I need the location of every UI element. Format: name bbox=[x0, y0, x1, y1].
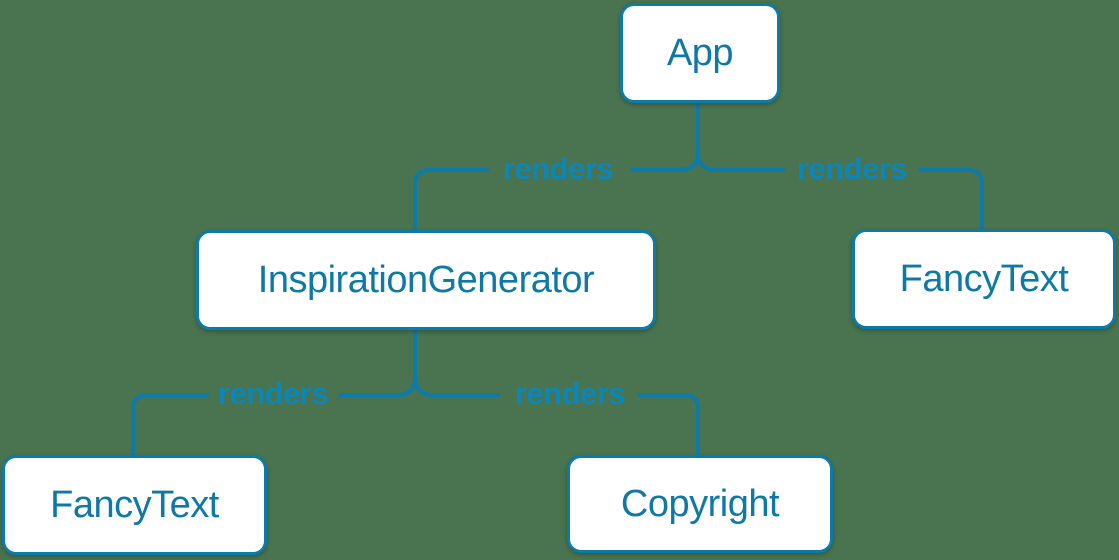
node-fancy-text-right: FancyText bbox=[852, 229, 1116, 329]
node-copyright: Copyright bbox=[567, 455, 833, 553]
edge-label-renders-inspiration-copyright: renders bbox=[514, 376, 626, 411]
edge-label-renders-app-fancytext: renders bbox=[796, 151, 908, 186]
edge-label-renders-inspiration-fancytext: renders bbox=[217, 376, 329, 411]
node-app: App bbox=[620, 3, 780, 103]
node-fancy-text-left: FancyText bbox=[2, 455, 267, 555]
edge-label-renders-app-inspiration: renders bbox=[502, 151, 614, 186]
node-inspiration-generator: InspirationGenerator bbox=[196, 230, 656, 330]
